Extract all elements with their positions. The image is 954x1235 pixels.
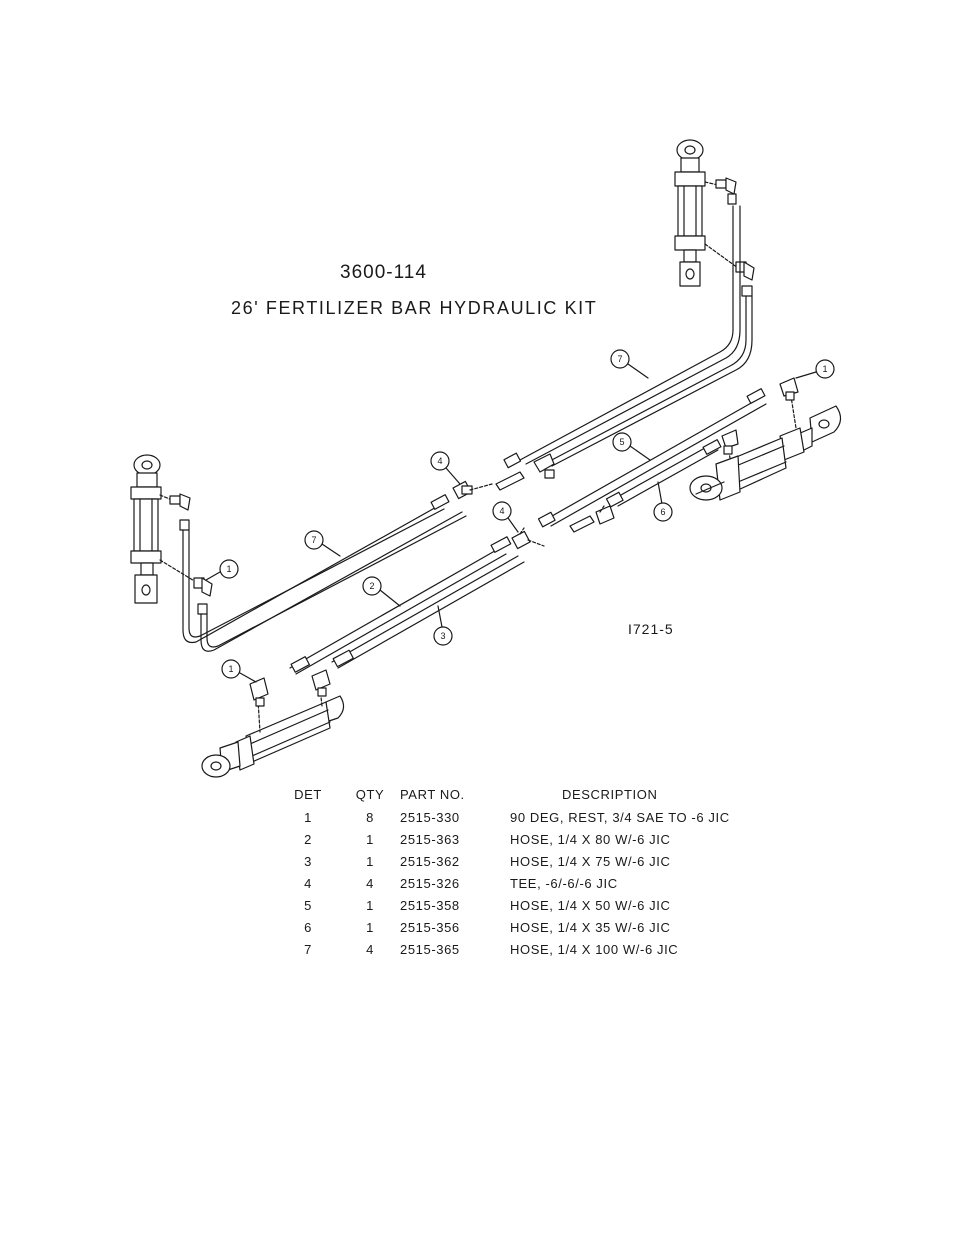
callout-5: 5 bbox=[612, 432, 651, 461]
cell-part-no: 2515-330 bbox=[400, 809, 460, 825]
table-row: 2 1 2515-363 HOSE, 1/4 X 80 W/-6 JIC bbox=[272, 828, 802, 850]
tee-fitting-center bbox=[533, 453, 555, 479]
callout-1-top-right: 1 bbox=[795, 359, 835, 379]
cell-qty: 1 bbox=[366, 853, 374, 869]
cell-part-no: 2515-365 bbox=[400, 941, 460, 957]
elbow-fitting bbox=[193, 577, 213, 615]
callout-6: 6 bbox=[653, 481, 673, 522]
cell-qty: 1 bbox=[366, 919, 374, 935]
hose-5 bbox=[537, 388, 767, 528]
elbow-fitting bbox=[715, 177, 737, 205]
cell-description: HOSE, 1/4 X 80 W/-6 JIC bbox=[510, 831, 671, 847]
cell-part-no: 2515-362 bbox=[400, 853, 460, 869]
table-row: 4 4 2515-326 TEE, -6/-6/-6 JIC bbox=[272, 872, 802, 894]
hydraulic-cylinder-left bbox=[130, 454, 197, 604]
kit-title: 26' FERTILIZER BAR HYDRAULIC KIT bbox=[231, 298, 598, 318]
callout-4-lower: 4 bbox=[492, 501, 519, 533]
svg-text:2: 2 bbox=[369, 581, 374, 591]
cell-description: HOSE, 1/4 X 100 W/-6 JIC bbox=[510, 941, 679, 957]
cell-part-no: 2515-358 bbox=[400, 897, 460, 913]
cell-description: HOSE, 1/4 X 35 W/-6 JIC bbox=[510, 919, 671, 935]
callout-1-bottom: 1 bbox=[221, 659, 257, 683]
table-row: 3 1 2515-362 HOSE, 1/4 X 75 W/-6 JIC bbox=[272, 850, 802, 872]
callout-4-upper: 4 bbox=[430, 451, 461, 485]
cell-description: TEE, -6/-6/-6 JIC bbox=[510, 875, 618, 891]
cell-qty: 1 bbox=[366, 831, 374, 847]
tee-fitting-lower bbox=[511, 527, 545, 550]
header-part-no: PART NO. bbox=[400, 786, 465, 802]
elbow-fitting bbox=[249, 677, 269, 707]
drawing-number: I721-5 bbox=[628, 621, 674, 637]
callout-3: 3 bbox=[433, 605, 453, 646]
table-row: 1 8 2515-330 90 DEG, REST, 3/4 SAE TO -6… bbox=[272, 806, 802, 828]
hydraulic-cylinder-right bbox=[689, 389, 842, 501]
cell-qty: 8 bbox=[366, 809, 374, 825]
tee-fitting-upper bbox=[452, 480, 493, 500]
hydraulic-cylinder-top-right bbox=[674, 139, 739, 287]
hose-end-fitting bbox=[495, 452, 525, 491]
tee-fitting-right bbox=[569, 505, 615, 533]
cell-description: 90 DEG, REST, 3/4 SAE TO -6 JIC bbox=[510, 809, 730, 825]
hose-7-upper bbox=[519, 205, 753, 467]
cell-description: HOSE, 1/4 X 75 W/-6 JIC bbox=[510, 853, 671, 869]
cell-part-no: 2515-326 bbox=[400, 875, 460, 891]
cell-det: 7 bbox=[304, 941, 312, 957]
elbow-fitting bbox=[735, 261, 755, 297]
svg-text:3: 3 bbox=[440, 631, 445, 641]
elbow-fitting bbox=[169, 493, 191, 531]
svg-text:1: 1 bbox=[226, 564, 231, 574]
cell-description: HOSE, 1/4 X 50 W/-6 JIC bbox=[510, 897, 671, 913]
table-row: 5 1 2515-358 HOSE, 1/4 X 50 W/-6 JIC bbox=[272, 894, 802, 916]
callout-7-lower: 7 bbox=[304, 530, 341, 557]
hydraulic-cylinder-bottom bbox=[201, 687, 345, 778]
svg-text:4: 4 bbox=[437, 456, 442, 466]
table-row: 7 4 2515-365 HOSE, 1/4 X 100 W/-6 JIC bbox=[272, 938, 802, 960]
header-qty: QTY bbox=[355, 786, 385, 802]
hose-7-lower bbox=[182, 494, 467, 652]
elbow-fitting bbox=[311, 669, 331, 697]
elbow-fitting bbox=[721, 429, 739, 455]
parts-table-header: DET QTY PART NO. DESCRIPTION bbox=[272, 782, 802, 806]
cell-det: 1 bbox=[304, 809, 312, 825]
hose-3 bbox=[331, 555, 525, 669]
cell-part-no: 2515-356 bbox=[400, 919, 460, 935]
header-det: DET bbox=[294, 786, 322, 802]
svg-text:4: 4 bbox=[499, 506, 504, 516]
svg-text:1: 1 bbox=[822, 364, 827, 374]
cell-part-no: 2515-363 bbox=[400, 831, 460, 847]
svg-text:5: 5 bbox=[619, 437, 624, 447]
hose-6 bbox=[605, 439, 722, 508]
header-description: DESCRIPTION bbox=[562, 786, 658, 802]
parts-table: DET QTY PART NO. DESCRIPTION 1 8 2515-33… bbox=[272, 782, 802, 960]
kit-number: 3600-114 bbox=[340, 262, 427, 283]
cell-det: 2 bbox=[304, 831, 312, 847]
cell-det: 4 bbox=[304, 875, 312, 891]
svg-text:7: 7 bbox=[311, 535, 316, 545]
cell-det: 3 bbox=[304, 853, 312, 869]
cell-det: 6 bbox=[304, 919, 312, 935]
cell-det: 5 bbox=[304, 897, 312, 913]
callout-2: 2 bbox=[362, 576, 401, 607]
elbow-fitting bbox=[779, 377, 799, 401]
svg-text:6: 6 bbox=[660, 507, 665, 517]
cell-qty: 4 bbox=[366, 875, 374, 891]
svg-text:7: 7 bbox=[617, 354, 622, 364]
callout-1-left: 1 bbox=[205, 559, 239, 581]
callout-7-upper: 7 bbox=[610, 349, 649, 379]
cell-qty: 1 bbox=[366, 897, 374, 913]
svg-text:1: 1 bbox=[228, 664, 233, 674]
table-row: 6 1 2515-356 HOSE, 1/4 X 35 W/-6 JIC bbox=[272, 916, 802, 938]
cell-qty: 4 bbox=[366, 941, 374, 957]
hose-2 bbox=[289, 536, 512, 675]
